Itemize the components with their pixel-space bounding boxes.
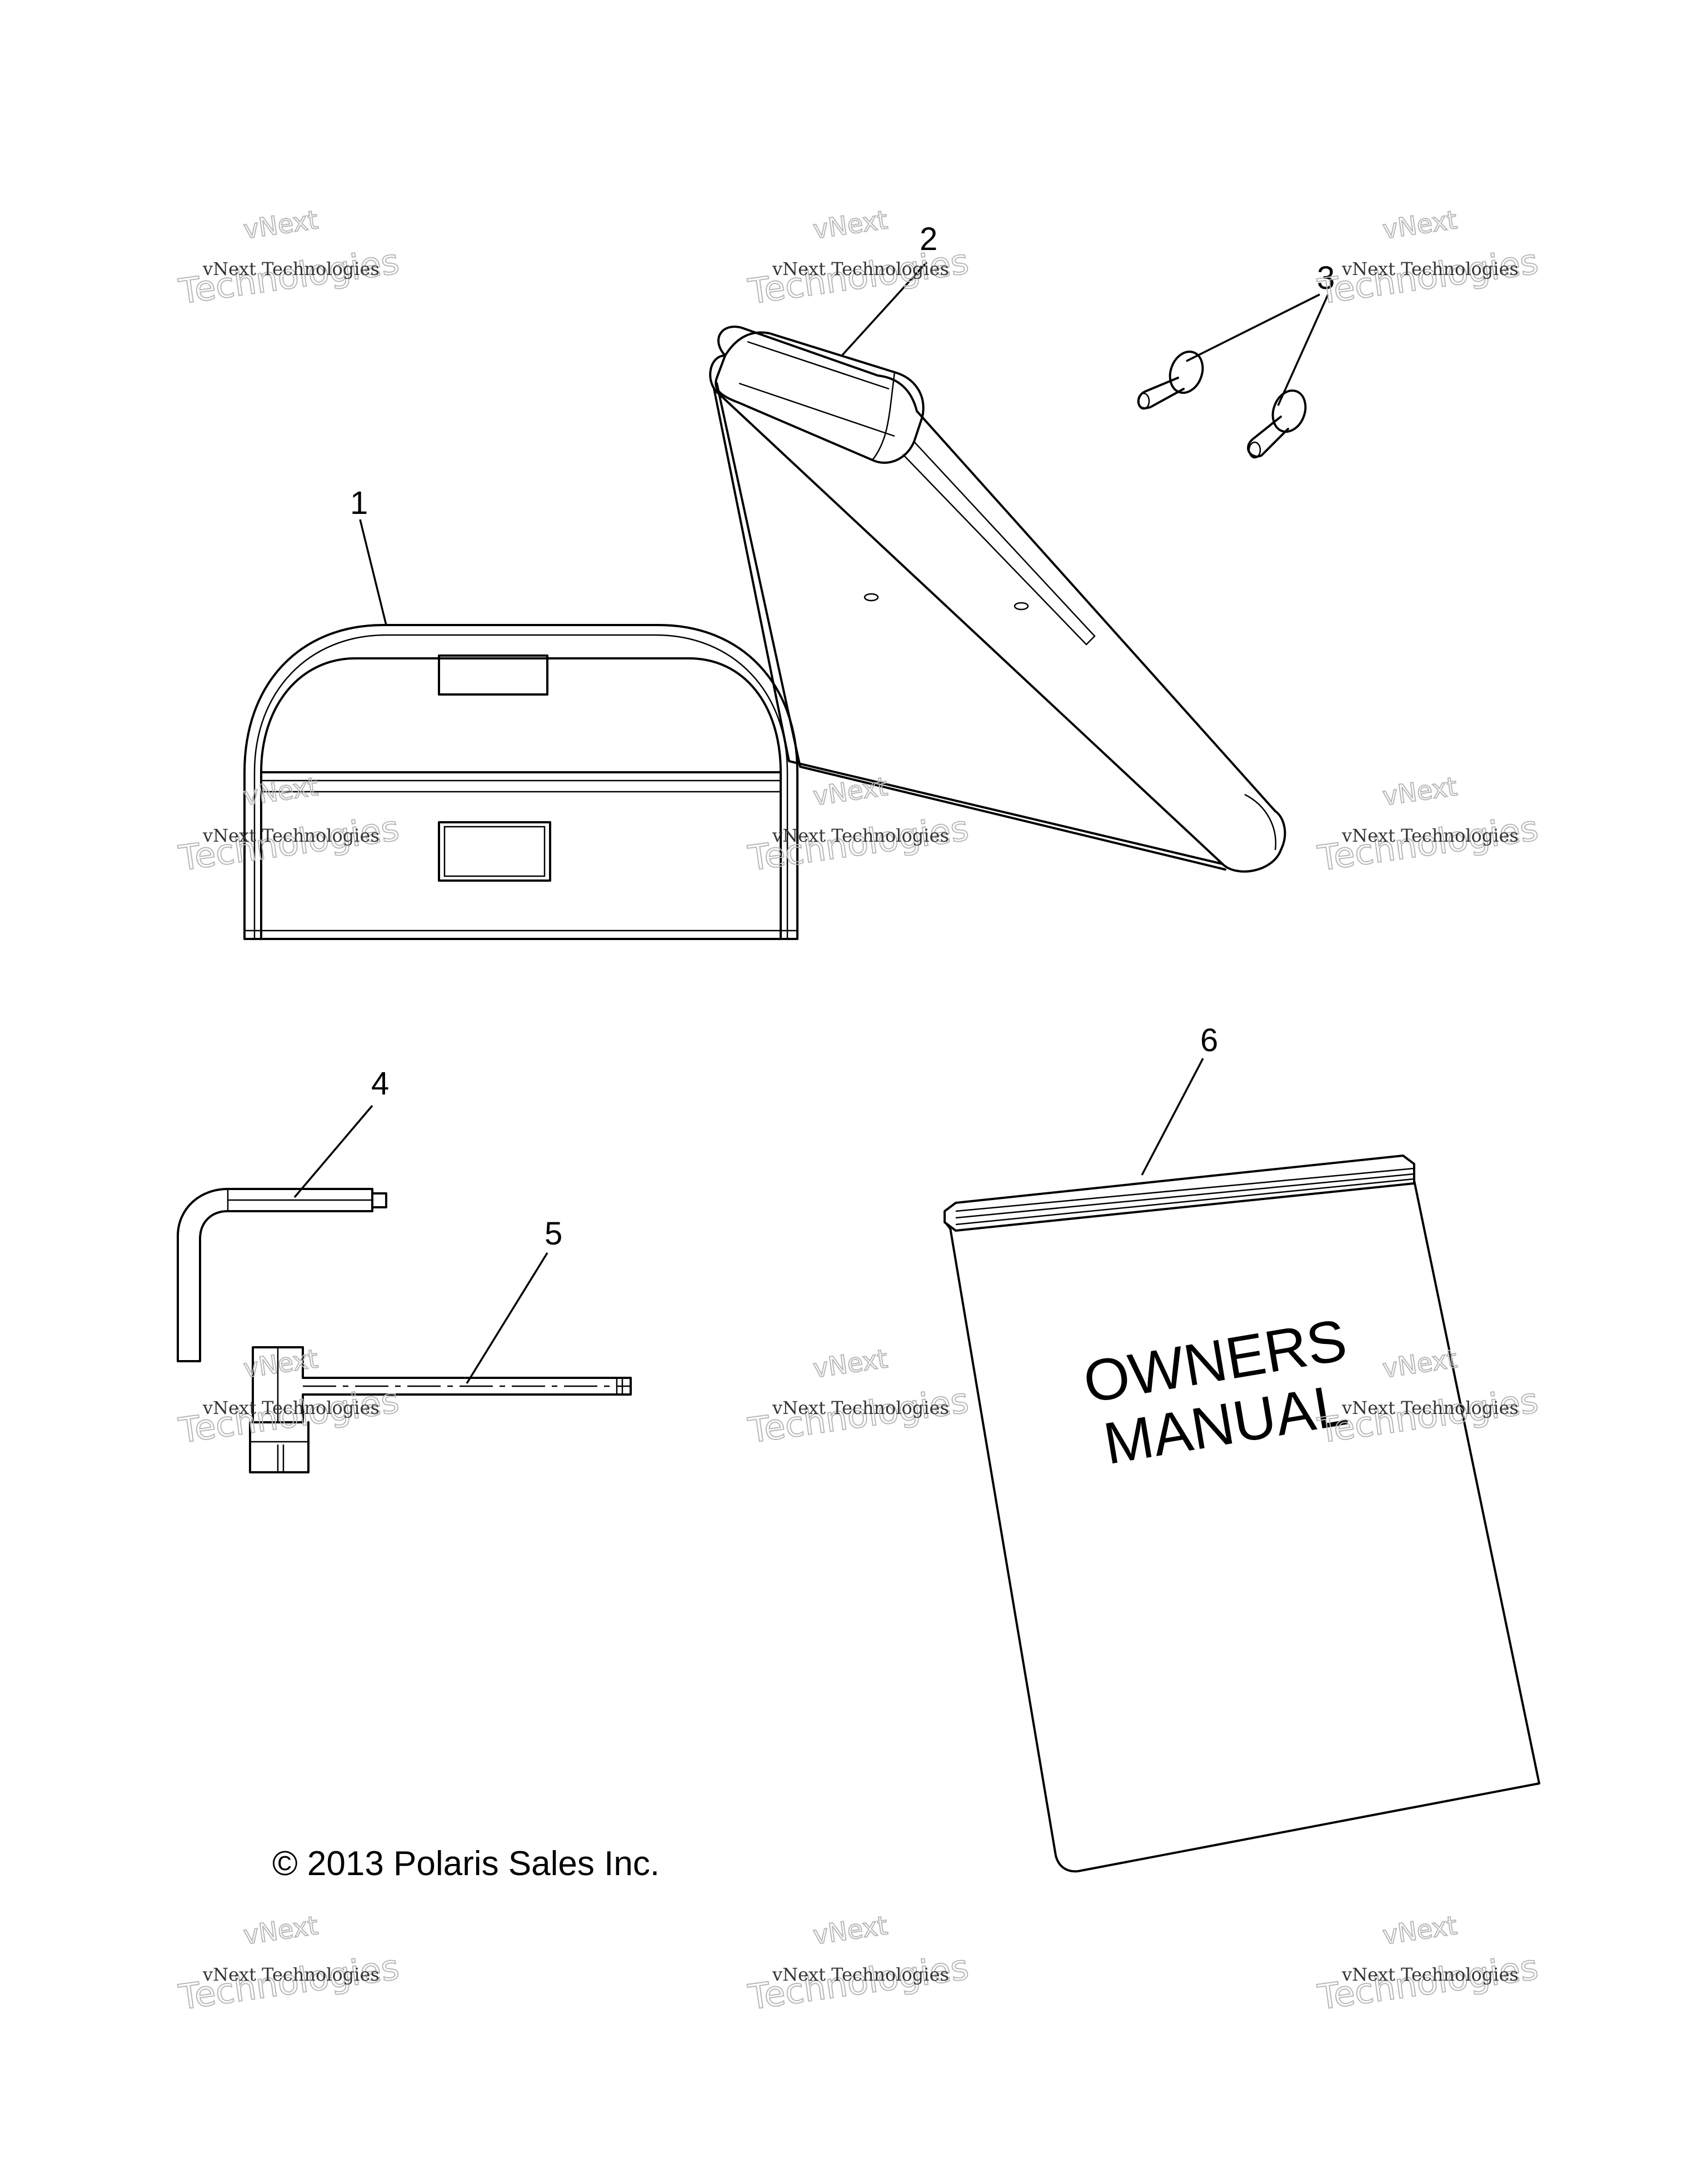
callout-6: 6 [1200,1022,1218,1058]
watermark-text-small: vNext Technologies [1341,1964,1519,1985]
owners-manual-part: OWNERS MANUAL [944,1155,1540,1873]
watermark-text-top: vNext [1381,1343,1459,1383]
watermark-text-top: vNext [242,204,320,244]
watermark-text-small: vNext Technologies [1341,258,1519,279]
watermark-text-top: vNext [1381,771,1459,811]
watermark-text-small: vNext Technologies [772,825,949,846]
watermark-text-top: vNext [811,1343,890,1383]
push-rivets-part [1137,351,1307,459]
tool-bag-part [243,624,798,940]
watermark-text-small: vNext Technologies [1341,1397,1519,1418]
callout-4: 4 [371,1066,389,1102]
watermark-text-top: vNext [1381,204,1459,244]
watermark-text-top: vNext [811,1910,890,1950]
storage-pad-part [709,326,1286,873]
watermark-text-small: vNext Technologies [772,1964,949,1985]
watermark-text-small: vNext Technologies [1341,825,1519,846]
watermark-text-top: vNext [242,1910,320,1950]
watermark-text-top: vNext [811,204,890,244]
watermark-text-top: vNext [1381,1910,1459,1950]
callout-leaders [293,263,1329,1384]
callout-3: 3 [1317,260,1335,296]
plug-wrench-part [249,1346,632,1473]
watermark-text-small: vNext Technologies [772,258,949,279]
watermark-text-small: vNext Technologies [202,1397,380,1418]
watermark-text-top: vNext [242,771,320,811]
copyright-notice: © 2013 Polaris Sales Inc. [272,1845,660,1883]
callout-1: 1 [350,485,368,521]
watermark-text-small: vNext Technologies [202,825,380,846]
watermark-text-small: vNext Technologies [772,1397,949,1418]
watermark-text-small: vNext Technologies [202,1964,380,1985]
watermark-text-top: vNext [811,771,890,811]
hex-key-part [177,1188,387,1362]
watermark-text-small: vNext Technologies [202,258,380,279]
callout-2: 2 [920,221,937,257]
callout-5: 5 [545,1216,562,1252]
